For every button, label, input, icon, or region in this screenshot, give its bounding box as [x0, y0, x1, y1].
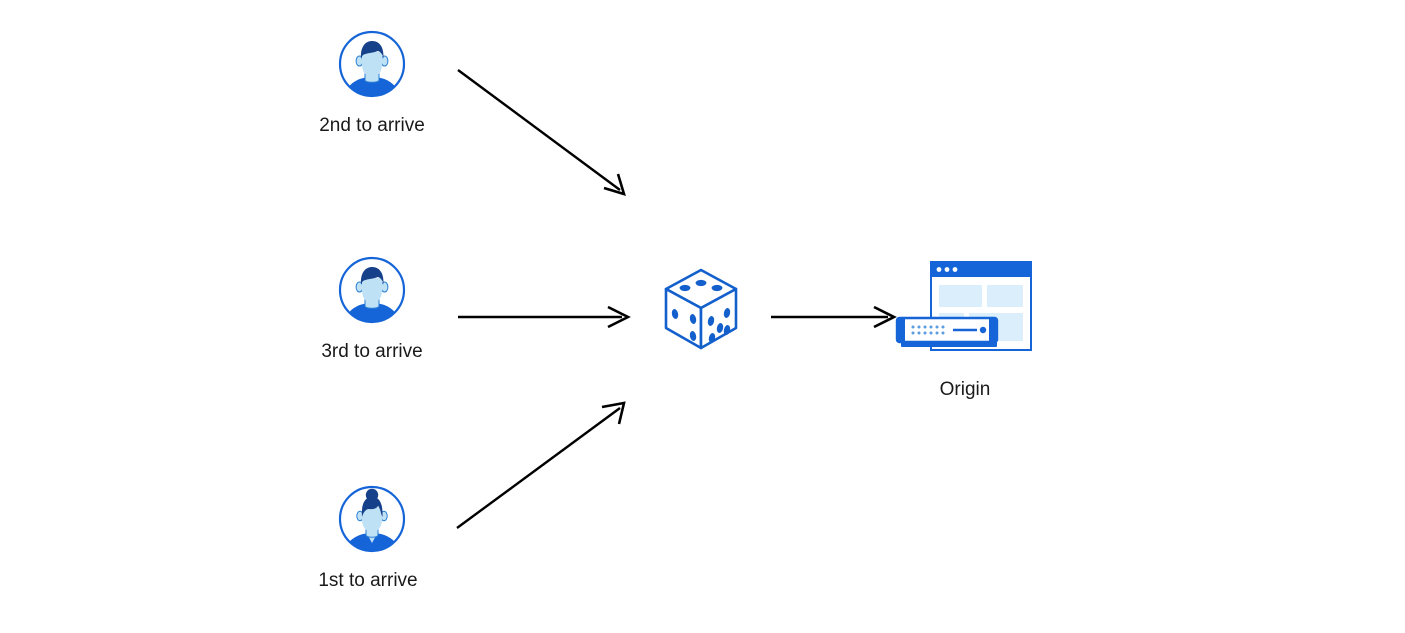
visitor-3rd-label: 3rd to arrive: [321, 341, 423, 362]
arrow-2nd-to-dice: [457, 69, 626, 196]
arrow-3rd-to-dice: [458, 305, 631, 329]
user-avatar-bun-icon: [336, 483, 408, 555]
arrow-dice-to-origin: [771, 305, 897, 329]
user-avatar-icon: [336, 28, 408, 100]
arrow-1st-to-dice: [456, 401, 626, 529]
visitor-1st-label: 1st to arrive: [318, 570, 418, 591]
origin-server-icon: [893, 258, 1035, 358]
dice-icon: [662, 266, 740, 352]
router-device-icon: [895, 316, 999, 347]
visitor-2nd-label: 2nd to arrive: [319, 115, 425, 136]
origin-label: Origin: [939, 379, 991, 400]
user-avatar-icon: [336, 254, 408, 326]
